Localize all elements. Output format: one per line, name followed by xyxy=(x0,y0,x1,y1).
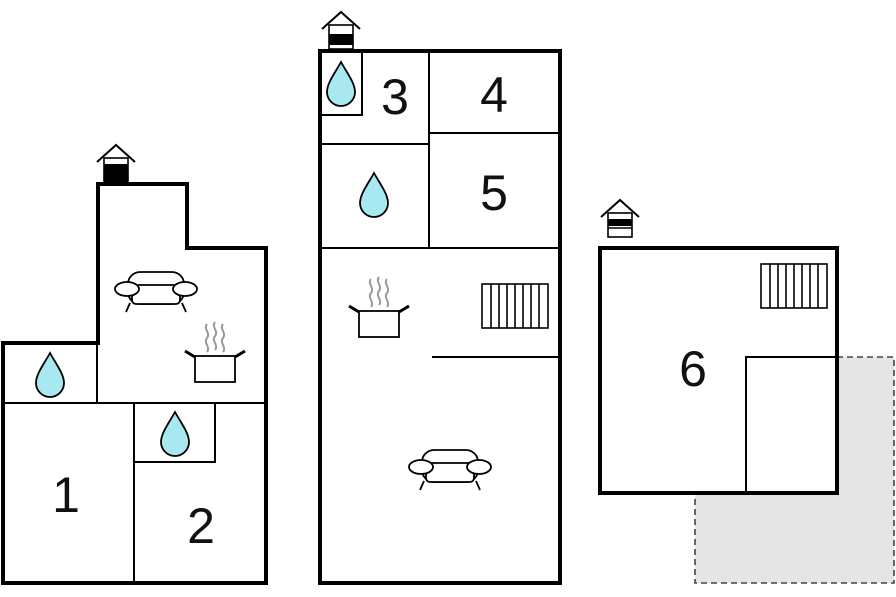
stairs-icon xyxy=(760,263,828,309)
floor-level-icon xyxy=(321,11,361,50)
room-6-label: 6 xyxy=(679,341,707,397)
stairs-icon xyxy=(481,283,549,329)
bathroom-wall xyxy=(133,402,216,463)
building-1: 1 2 xyxy=(1,144,268,585)
room-5-label: 5 xyxy=(480,165,508,221)
wall xyxy=(745,356,837,493)
building-1-outline xyxy=(1,182,268,585)
floor-level-icon xyxy=(96,144,136,183)
room-2-label: 2 xyxy=(187,498,215,554)
building-3: 6 xyxy=(598,199,895,584)
building-2: 3 4 5 xyxy=(318,11,562,585)
shower-wall xyxy=(319,50,363,116)
room-4-label: 4 xyxy=(480,67,508,123)
room-3-label: 3 xyxy=(381,69,409,125)
room-1-label: 1 xyxy=(52,467,80,523)
floor-level-icon xyxy=(600,199,640,238)
